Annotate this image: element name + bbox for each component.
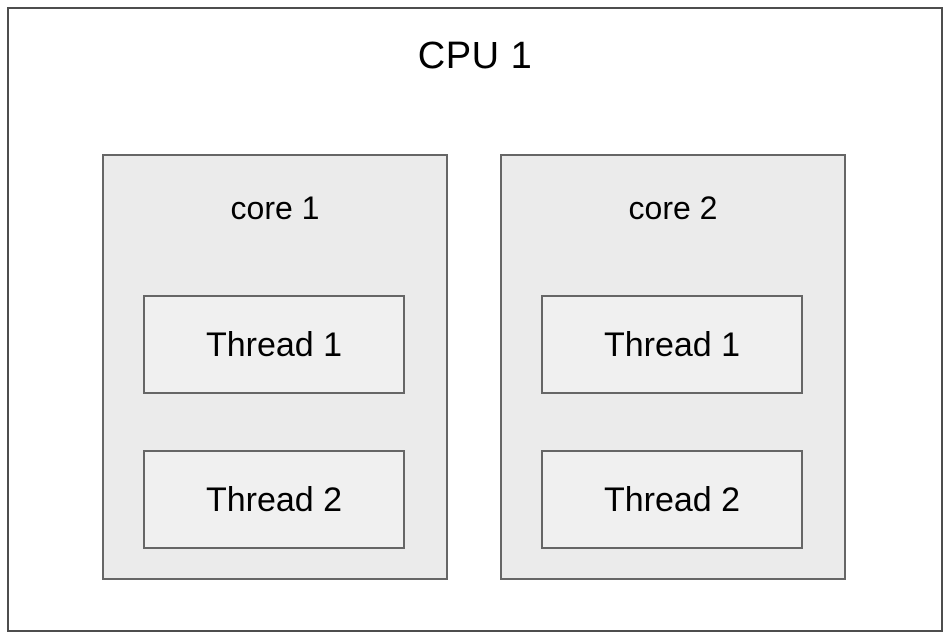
thread-label: Thread 1 xyxy=(205,325,343,364)
cpu-title: CPU 1 xyxy=(417,35,533,77)
thread-label: Thread 2 xyxy=(603,480,741,519)
thread-box-core1-thread2: Thread 2 xyxy=(143,450,405,549)
thread-label: Thread 2 xyxy=(205,480,343,519)
core-box-1: core 1 Thread 1 Thread 2 xyxy=(102,154,448,580)
thread-box-core1-thread1: Thread 1 xyxy=(143,295,405,394)
core-label-1: core 1 xyxy=(230,190,320,226)
thread-box-core2-thread2: Thread 2 xyxy=(541,450,803,549)
thread-label: Thread 1 xyxy=(603,325,741,364)
core-label-2: core 2 xyxy=(628,190,718,226)
core-box-2: core 2 Thread 1 Thread 2 xyxy=(500,154,846,580)
cpu-container: CPU 1 core 1 Thread 1 Thread 2 core 2 Th… xyxy=(7,7,943,632)
thread-box-core2-thread1: Thread 1 xyxy=(541,295,803,394)
